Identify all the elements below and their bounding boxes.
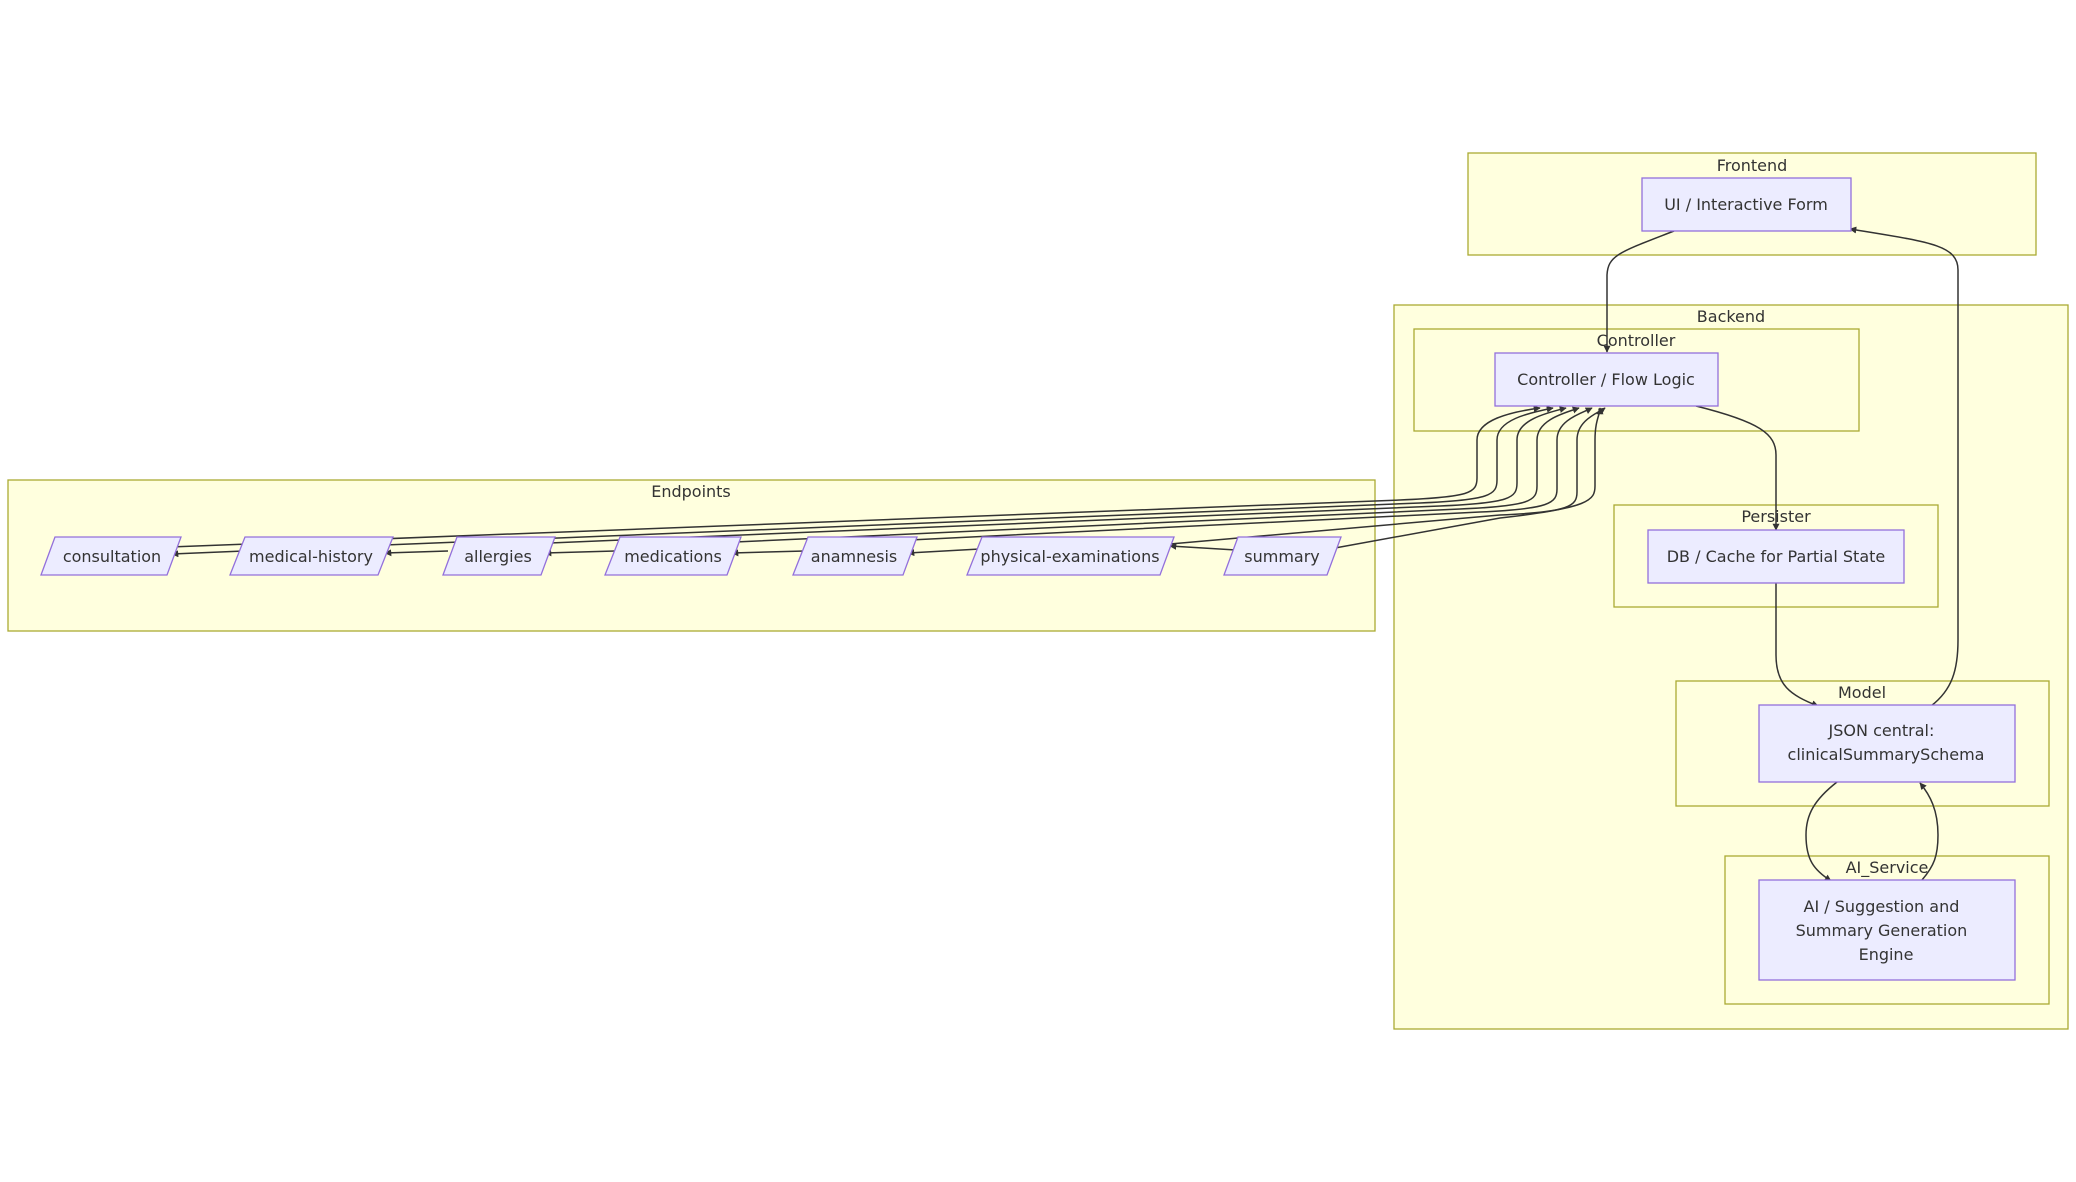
- node-json-central: JSON central: clinicalSummarySchema: [1758, 704, 2016, 783]
- edge-physical-examinations-to-anamnesis: [907, 548, 981, 557]
- edge-controller-to-db: [1695, 405, 1780, 531]
- node-physical-examinations: physical-examinations: [966, 536, 1175, 576]
- cluster-frontend-label: Frontend: [1717, 156, 1788, 175]
- node-physical-examinations-label: physical-examinations: [980, 547, 1159, 566]
- node-medical-history-label: medical-history: [249, 547, 373, 566]
- node-json-central-label: JSON central: clinicalSummarySchema: [1788, 721, 1985, 764]
- node-medications: medications: [604, 536, 742, 576]
- cluster-endpoints-label: Endpoints: [651, 482, 731, 501]
- node-consultation: consultation: [40, 536, 182, 576]
- edge-allergies-to-controller: [549, 406, 1567, 544]
- node-db-cache-label: DB / Cache for Partial State: [1667, 547, 1886, 566]
- edge-physical-examinations-to-controller: [1169, 407, 1606, 545]
- node-consultation-label: consultation: [63, 547, 161, 566]
- node-allergies-label: allergies: [464, 547, 532, 566]
- node-controller-flow-logic: Controller / Flow Logic: [1494, 352, 1719, 407]
- edge-ui-to-controller: [1603, 230, 1675, 353]
- edges: [169, 226, 1959, 882]
- edge-db-to-json: [1775, 583, 1819, 707]
- node-medical-history: medical-history: [229, 536, 394, 576]
- node-ui-interactive-form-label: UI / Interactive Form: [1664, 195, 1828, 214]
- edge-consultation-to-controller: [169, 405, 1541, 548]
- cluster-controller-label: Controller: [1597, 331, 1676, 350]
- edge-ai-to-json: [1919, 782, 1939, 881]
- edge-summary-to-physical-examinations: [1169, 542, 1237, 551]
- node-db-cache: DB / Cache for Partial State: [1647, 529, 1905, 584]
- edge-anamnesis-to-controller: [909, 407, 1593, 541]
- node-anamnesis-label: anamnesis: [811, 547, 897, 566]
- node-medications-label: medications: [624, 547, 722, 566]
- edge-json-to-ui: [1849, 226, 1959, 707]
- node-ui-interactive-form: UI / Interactive Form: [1641, 177, 1852, 232]
- node-controller-flow-logic-label: Controller / Flow Logic: [1517, 370, 1695, 389]
- cluster-ai-service-label: AI_Service: [1846, 858, 1929, 878]
- node-summary-label: summary: [1244, 547, 1320, 566]
- node-ai-engine: AI / Suggestion and Summary Generation E…: [1758, 879, 2016, 981]
- edge-medications-to-allergies: [544, 549, 616, 557]
- cluster-backend-label: Backend: [1697, 307, 1765, 326]
- edge-medical-history-to-controller: [384, 405, 1554, 546]
- cluster-model-label: Model: [1838, 683, 1886, 702]
- edge-anamnesis-to-medications: [731, 549, 806, 557]
- edge-medical-history-to-consultation: [171, 550, 245, 558]
- edge-allergies-to-medical-history: [384, 549, 449, 557]
- edge-json-to-ai: [1805, 781, 1838, 882]
- node-allergies: allergies: [442, 536, 556, 576]
- node-anamnesis: anamnesis: [792, 536, 918, 576]
- node-summary: summary: [1223, 536, 1342, 576]
- node-ai-engine-label: AI / Suggestion and Summary Generation E…: [1796, 897, 1973, 964]
- edge-summary-to-controller: [1334, 407, 1604, 549]
- edge-medications-to-controller: [734, 406, 1580, 543]
